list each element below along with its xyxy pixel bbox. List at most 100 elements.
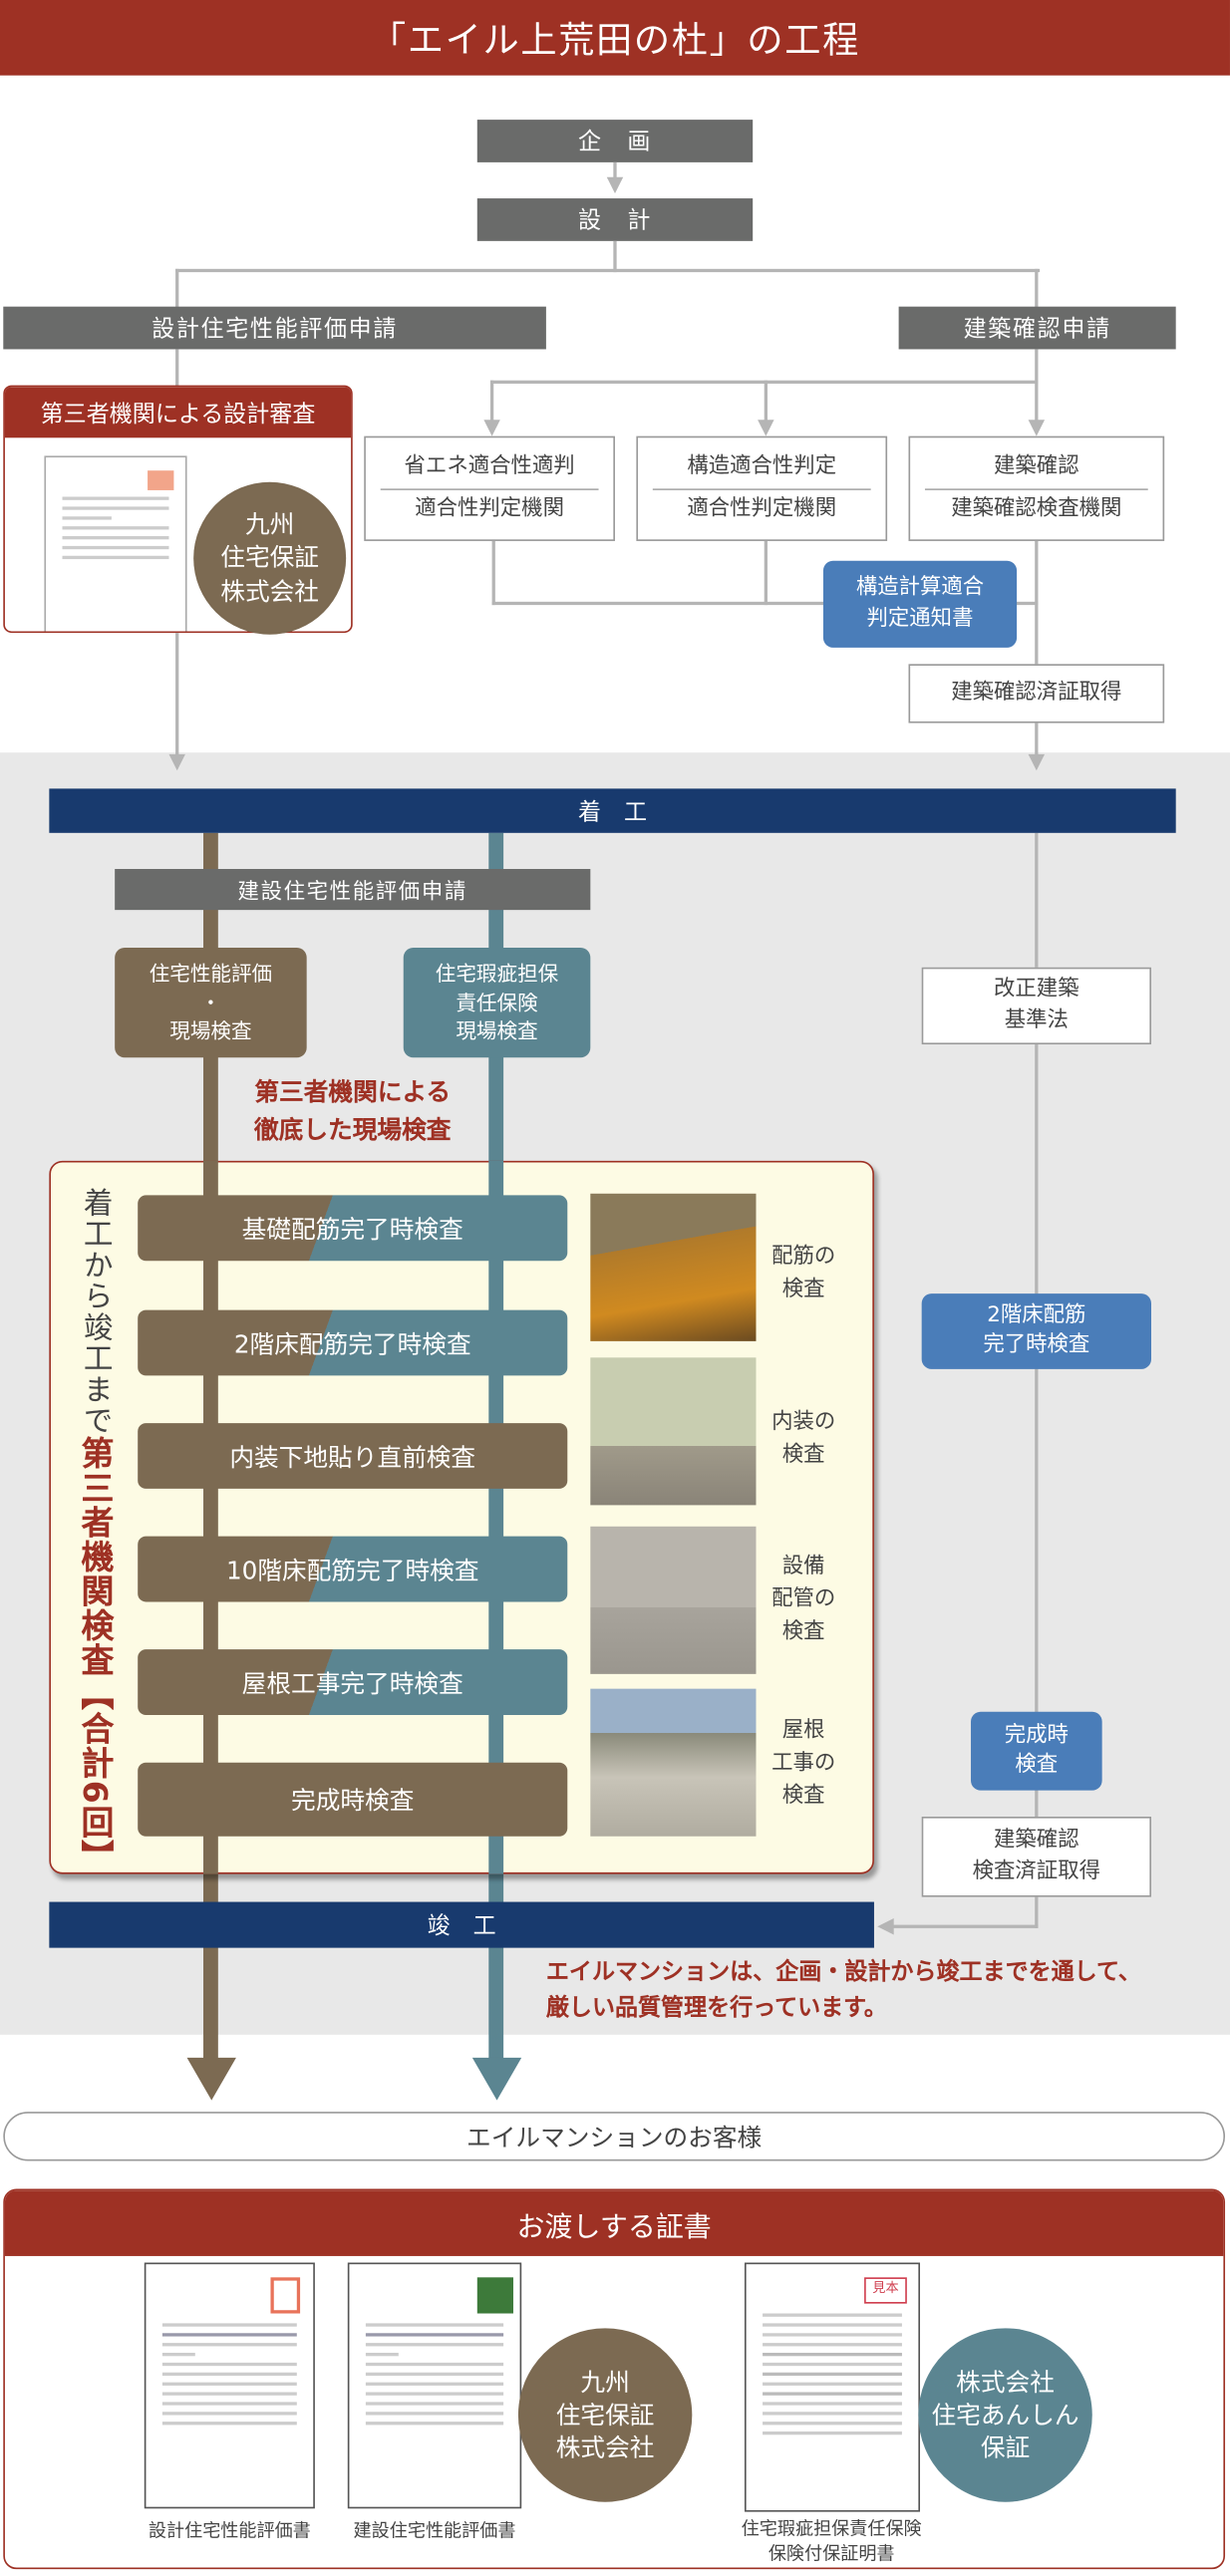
- revised-law-box: 改正建築 基準法: [921, 967, 1152, 1045]
- line: 設備: [781, 1554, 825, 1579]
- box-top-label: 構造適合性判定: [687, 453, 837, 478]
- arrow-down-icon: [606, 176, 624, 194]
- line: 責任保険: [456, 990, 538, 1015]
- line: 改正建築: [994, 977, 1079, 1002]
- confirmation-certificate-box: 建築確認済証取得: [908, 664, 1165, 723]
- energy-judgment-box: 省エネ適合性適判適合性判定機関: [364, 435, 615, 541]
- construction-performance-application: 建設住宅性能評価申請: [115, 869, 591, 911]
- doc-label-construction: 建設住宅性能評価書: [353, 2519, 516, 2542]
- line: 保証: [980, 2433, 1031, 2463]
- line: 完成時: [1004, 1722, 1069, 1748]
- photo-label-interior: 内装の検査: [758, 1407, 849, 1473]
- arrow-down-icon: [186, 2057, 236, 2101]
- line: 検査済証取得: [972, 1858, 1100, 1883]
- stamp-design: [270, 2277, 301, 2314]
- stamp-construction: [476, 2277, 513, 2314]
- line: 徹底した現場検査: [253, 1113, 452, 1144]
- completion-bar: 竣 工: [49, 1901, 874, 1948]
- design-performance-application: 設計住宅性能評価申請: [3, 306, 546, 350]
- line: 検査: [781, 1784, 825, 1810]
- roof-inspection-photo: [590, 1688, 757, 1837]
- planning-box: 企 画: [476, 120, 754, 162]
- inspection-completion: 完成時検査: [138, 1762, 568, 1837]
- doc-label-insurance: 住宅瑕疵担保責任保険 保険付保証明書: [717, 2517, 946, 2568]
- design-review-document-image: [44, 455, 187, 632]
- line: 住宅性能評価: [149, 961, 273, 987]
- line: 株式会社: [555, 2433, 655, 2463]
- line: 屋根: [781, 1718, 825, 1743]
- caption-red: 第三者機関検査【合計6回】: [75, 1436, 116, 1874]
- line: 検査: [1015, 1752, 1059, 1778]
- line: 住宅瑕疵担保: [435, 961, 559, 987]
- inspection-certificate-box: 建築確認 検査済証取得: [921, 1816, 1152, 1897]
- line: 配管の: [771, 1586, 836, 1612]
- construction-start-bar: 着 工: [49, 788, 1176, 833]
- rebar-inspection-photo: [590, 1193, 757, 1341]
- construction-start-label: 着 工: [577, 799, 648, 826]
- inspection-10f-rebar: 10階床配筋完了時検査: [138, 1536, 568, 1602]
- line: 厳しい品質管理を行っています。: [545, 1995, 887, 2023]
- structural-judgment-box: 構造適合性判定適合性判定機関: [636, 435, 888, 541]
- line: 建築確認: [994, 1827, 1079, 1853]
- quality-message: エイルマンションは、企画・設計から竣工までを通して、 厳しい品質管理を行っていま…: [546, 1954, 1141, 2028]
- arrow-down-icon: [1028, 420, 1046, 436]
- caption-plain: 着工から竣工まで: [78, 1187, 114, 1437]
- box-top-label: 省エネ適合性適判: [404, 453, 575, 478]
- second-floor-inspection-box: 2階床配筋 完了時検査: [921, 1293, 1152, 1369]
- line: 住宅瑕疵担保責任保険: [741, 2518, 922, 2540]
- completion-inspection-box: 完成時 検査: [971, 1711, 1102, 1791]
- page-title: 「エイル上荒田の杜」の工程: [369, 21, 860, 63]
- line: 住宅保証: [555, 2400, 655, 2431]
- line: エイルマンションは、企画・設計から竣工までを通して、: [545, 1959, 1141, 1986]
- kyushu-warranty-badge: 九州 住宅保証 株式会社: [193, 481, 347, 635]
- thorough-inspection-text: 第三者機関による 徹底した現場検査: [229, 1074, 475, 1148]
- photo-label-piping: 設備配管の検査: [758, 1551, 849, 1649]
- doc-label-design: 設計住宅性能評価書: [148, 2519, 311, 2542]
- inspection-interior: 内装下地貼り直前検査: [138, 1423, 568, 1489]
- line: 現場検査: [169, 1018, 252, 1043]
- customer-pill: エイルマンションのお客様: [3, 2112, 1226, 2161]
- completion-label: 竣 工: [427, 1913, 496, 1940]
- line: 保険付保証明書: [768, 2543, 895, 2565]
- arrow-down-icon: [471, 2057, 522, 2101]
- vertical-caption: 着工から竣工まで第三者機関検査【合計6回】: [72, 1187, 120, 1875]
- inspection-roof: 屋根工事完了時検査: [138, 1649, 568, 1715]
- line: 株式会社: [956, 2367, 1055, 2397]
- box-bottom-label: 建築確認検査機関: [951, 495, 1122, 521]
- badge-line: 住宅保証: [220, 543, 320, 573]
- line: 住宅あんしん: [931, 2400, 1079, 2431]
- title-bar: 「エイル上荒田の杜」の工程: [0, 0, 1230, 76]
- building-confirmation-box: 建築確認建築確認検査機関: [908, 435, 1165, 541]
- certificates-header: お渡しする証書: [4, 2190, 1224, 2256]
- notice-line: 構造計算適合: [855, 576, 985, 601]
- arrow-down-icon: [1028, 753, 1046, 771]
- stamp-sample: 見本: [864, 2277, 907, 2304]
- line: 検査: [781, 1443, 825, 1468]
- arrow-down-icon: [483, 420, 500, 436]
- line: ・: [200, 990, 221, 1015]
- inspection-foundation: 基礎配筋完了時検査: [138, 1195, 568, 1262]
- photo-label-rebar: 配筋の検査: [758, 1241, 849, 1306]
- design-performance-certificate-image: [144, 2262, 315, 2509]
- line: 現場検査: [456, 1018, 538, 1043]
- defect-insurance-inspection: 住宅瑕疵担保 責任保険 現場検査: [403, 947, 591, 1058]
- interior-inspection-photo: [590, 1357, 757, 1506]
- construction-performance-certificate-image: [347, 2262, 522, 2509]
- design-box: 設 計: [476, 198, 754, 241]
- anshin-warranty-badge: 株式会社 住宅あんしん 保証: [918, 2328, 1092, 2502]
- photo-label-roof: 屋根工事の検査: [758, 1715, 849, 1814]
- line: 第三者機関による: [254, 1076, 452, 1107]
- building-confirmation-application: 建築確認申請: [898, 306, 1176, 350]
- line: 内装の: [771, 1409, 836, 1435]
- line: 配筋の: [771, 1244, 836, 1270]
- line: 工事の: [771, 1751, 836, 1777]
- piping-inspection-photo: [590, 1526, 757, 1674]
- arrow-down-icon: [168, 753, 185, 771]
- performance-site-inspection: 住宅性能評価 ・ 現場検査: [115, 947, 307, 1058]
- inspection-2f-rebar: 2階床配筋完了時検査: [138, 1309, 568, 1376]
- box-top-label: 建築確認: [994, 453, 1079, 478]
- badge-line: 九州: [244, 509, 295, 540]
- line: 2階床配筋: [987, 1302, 1086, 1328]
- insurance-certificate-image: 見本: [744, 2262, 921, 2512]
- structural-notice-box: 構造計算適合 判定通知書: [822, 560, 1018, 648]
